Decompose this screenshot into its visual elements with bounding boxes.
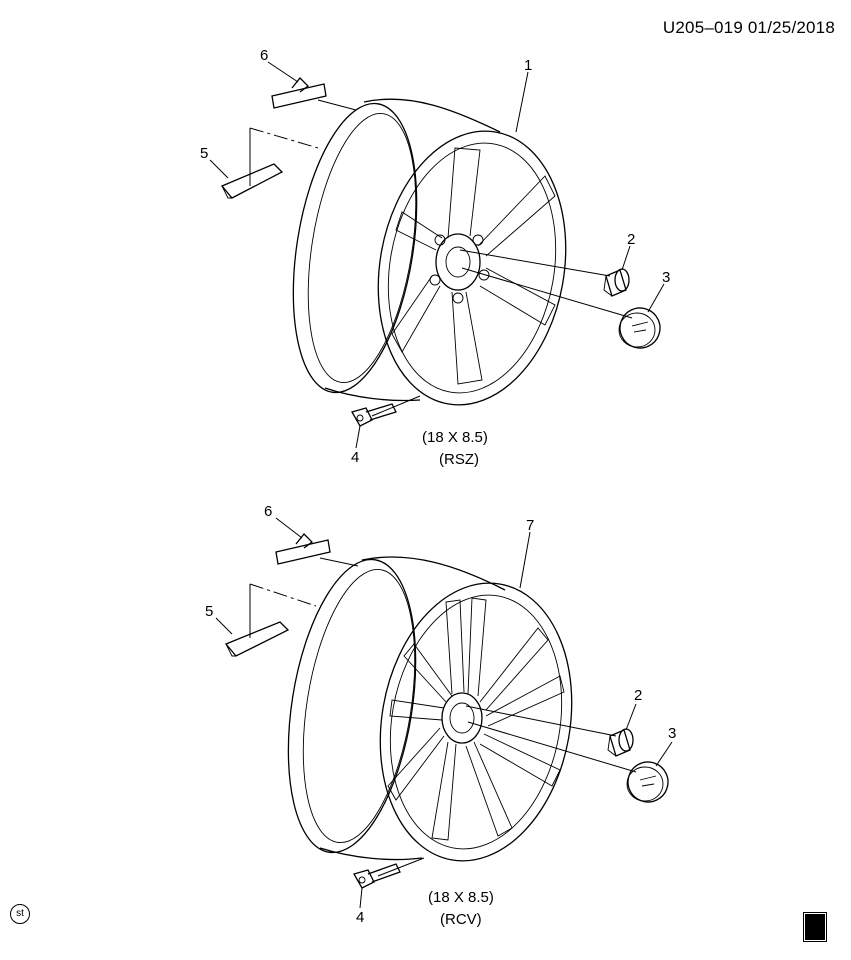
callout-5-top: 5 xyxy=(200,145,208,162)
spec-size-top: (18 X 8.5) xyxy=(422,429,488,446)
tape-weight-part-bottom xyxy=(224,621,290,657)
spec-code-top: (RSZ) xyxy=(439,451,479,468)
center-cap-part xyxy=(618,307,661,349)
tpms-sensor-part xyxy=(351,403,397,427)
callout-6-bottom: 6 xyxy=(264,503,272,520)
callout-4-bottom: 4 xyxy=(356,909,364,926)
wheel-rim-back xyxy=(292,98,501,402)
tape-weight-part xyxy=(220,163,284,199)
wheel-face-rcv xyxy=(379,582,573,862)
top-assembly: 1 2 3 4 5 6 (18 X 8.5) (RSZ) xyxy=(200,47,670,468)
gm-logo-icon xyxy=(803,912,827,942)
callout-3-top: 3 xyxy=(662,269,670,286)
callout-7: 7 xyxy=(526,517,534,534)
clip-weight-part xyxy=(271,77,327,109)
wheel-face-rsz xyxy=(377,130,567,406)
diagram-reference: U205–019 01/25/2018 xyxy=(662,18,835,37)
callout-2-bottom: 2 xyxy=(634,687,642,704)
callout-4-top: 4 xyxy=(351,449,359,466)
callout-1: 1 xyxy=(524,57,532,74)
callout-2-top: 2 xyxy=(627,231,635,248)
bottom-assembly: 7 2 3 4 5 6 (18 X 8.5) (RCV) xyxy=(205,503,676,928)
st-badge: st xyxy=(10,904,30,924)
tpms-sensor-part-bottom xyxy=(353,863,401,889)
callout-3-bottom: 3 xyxy=(668,725,676,742)
spec-code-bottom: (RCV) xyxy=(440,911,482,928)
spec-size-bottom: (18 X 8.5) xyxy=(428,889,494,906)
center-cap-part-bottom xyxy=(626,761,669,803)
lug-nut-part xyxy=(603,268,630,297)
callout-5-bottom: 5 xyxy=(205,603,213,620)
wheel-rim-back-bottom xyxy=(287,556,506,861)
clip-weight-part-bottom xyxy=(275,533,331,565)
callout-6-top: 6 xyxy=(260,47,268,64)
lug-nut-part-bottom xyxy=(607,728,634,757)
